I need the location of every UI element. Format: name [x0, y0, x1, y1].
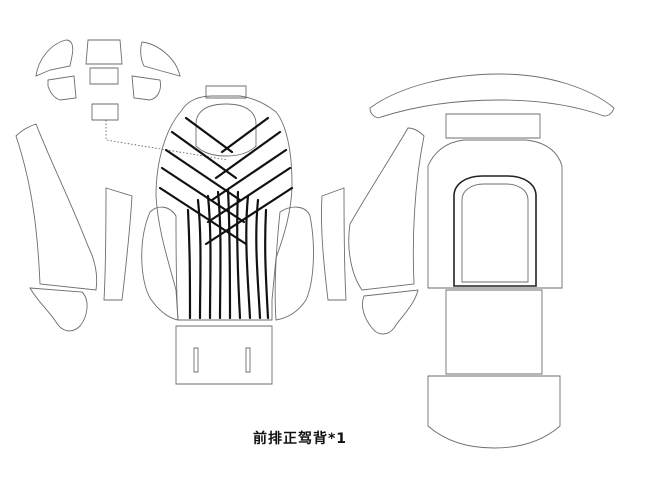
seam-vertical — [245, 194, 252, 320]
inner-strip-right — [321, 187, 347, 301]
left-side-panels — [15, 123, 133, 332]
seam-vertical — [226, 188, 232, 320]
lower-wing-left — [29, 287, 88, 332]
seam-vertical — [196, 198, 202, 320]
back-main-panel — [155, 95, 293, 321]
back-top-crown — [205, 85, 247, 99]
back-headrest-window — [195, 103, 257, 157]
headrest-pieces — [35, 39, 229, 161]
headrest-center-mid — [89, 67, 119, 85]
right-seat-back — [369, 73, 615, 449]
back-lower-slot-right — [245, 347, 251, 373]
seam-diagonal — [214, 130, 282, 180]
seam-diagonal — [160, 166, 246, 224]
right-side-panels — [321, 127, 425, 335]
caption: 前排正驾背*1 — [252, 431, 348, 447]
seam-vertical — [236, 190, 242, 320]
tab-link-line — [105, 120, 229, 161]
main-back-panel-right — [427, 139, 563, 289]
inner-window-outline — [461, 183, 529, 283]
headrest-center-top — [85, 39, 123, 65]
lower-back-panel-right — [427, 375, 561, 449]
headrest-right-small — [131, 75, 161, 101]
top-arc-panel — [369, 73, 615, 119]
seam-vertical — [216, 190, 222, 320]
seam-diagonal — [184, 116, 234, 154]
inner-strip-left — [103, 187, 133, 301]
middle-back-panel-right — [445, 289, 543, 375]
seam-vertical — [255, 198, 262, 320]
seam-vertical — [186, 208, 192, 320]
top-strip-panel — [445, 113, 541, 139]
headrest-left-small — [47, 75, 77, 101]
seam-diagonal — [206, 166, 292, 224]
seam-diagonal — [210, 148, 288, 202]
back-right-bolster — [274, 206, 314, 321]
back-lower-slot-left — [193, 347, 199, 373]
outer-side-panel-left — [15, 123, 98, 291]
headrest-tab — [91, 103, 119, 121]
seam-diagonal — [158, 186, 248, 246]
seam-diagonal — [220, 116, 270, 154]
seam-vertical — [206, 194, 212, 320]
lower-wing-right — [361, 289, 419, 335]
headrest-right-wing — [140, 41, 181, 77]
headrest-left-wing — [35, 39, 74, 77]
left-seat-back — [141, 85, 314, 385]
back-lower-panel — [175, 325, 273, 385]
outer-side-panel-right — [348, 127, 425, 291]
inner-window-right — [453, 175, 537, 287]
seam-vertical — [264, 208, 270, 320]
back-left-bolster — [141, 206, 179, 321]
